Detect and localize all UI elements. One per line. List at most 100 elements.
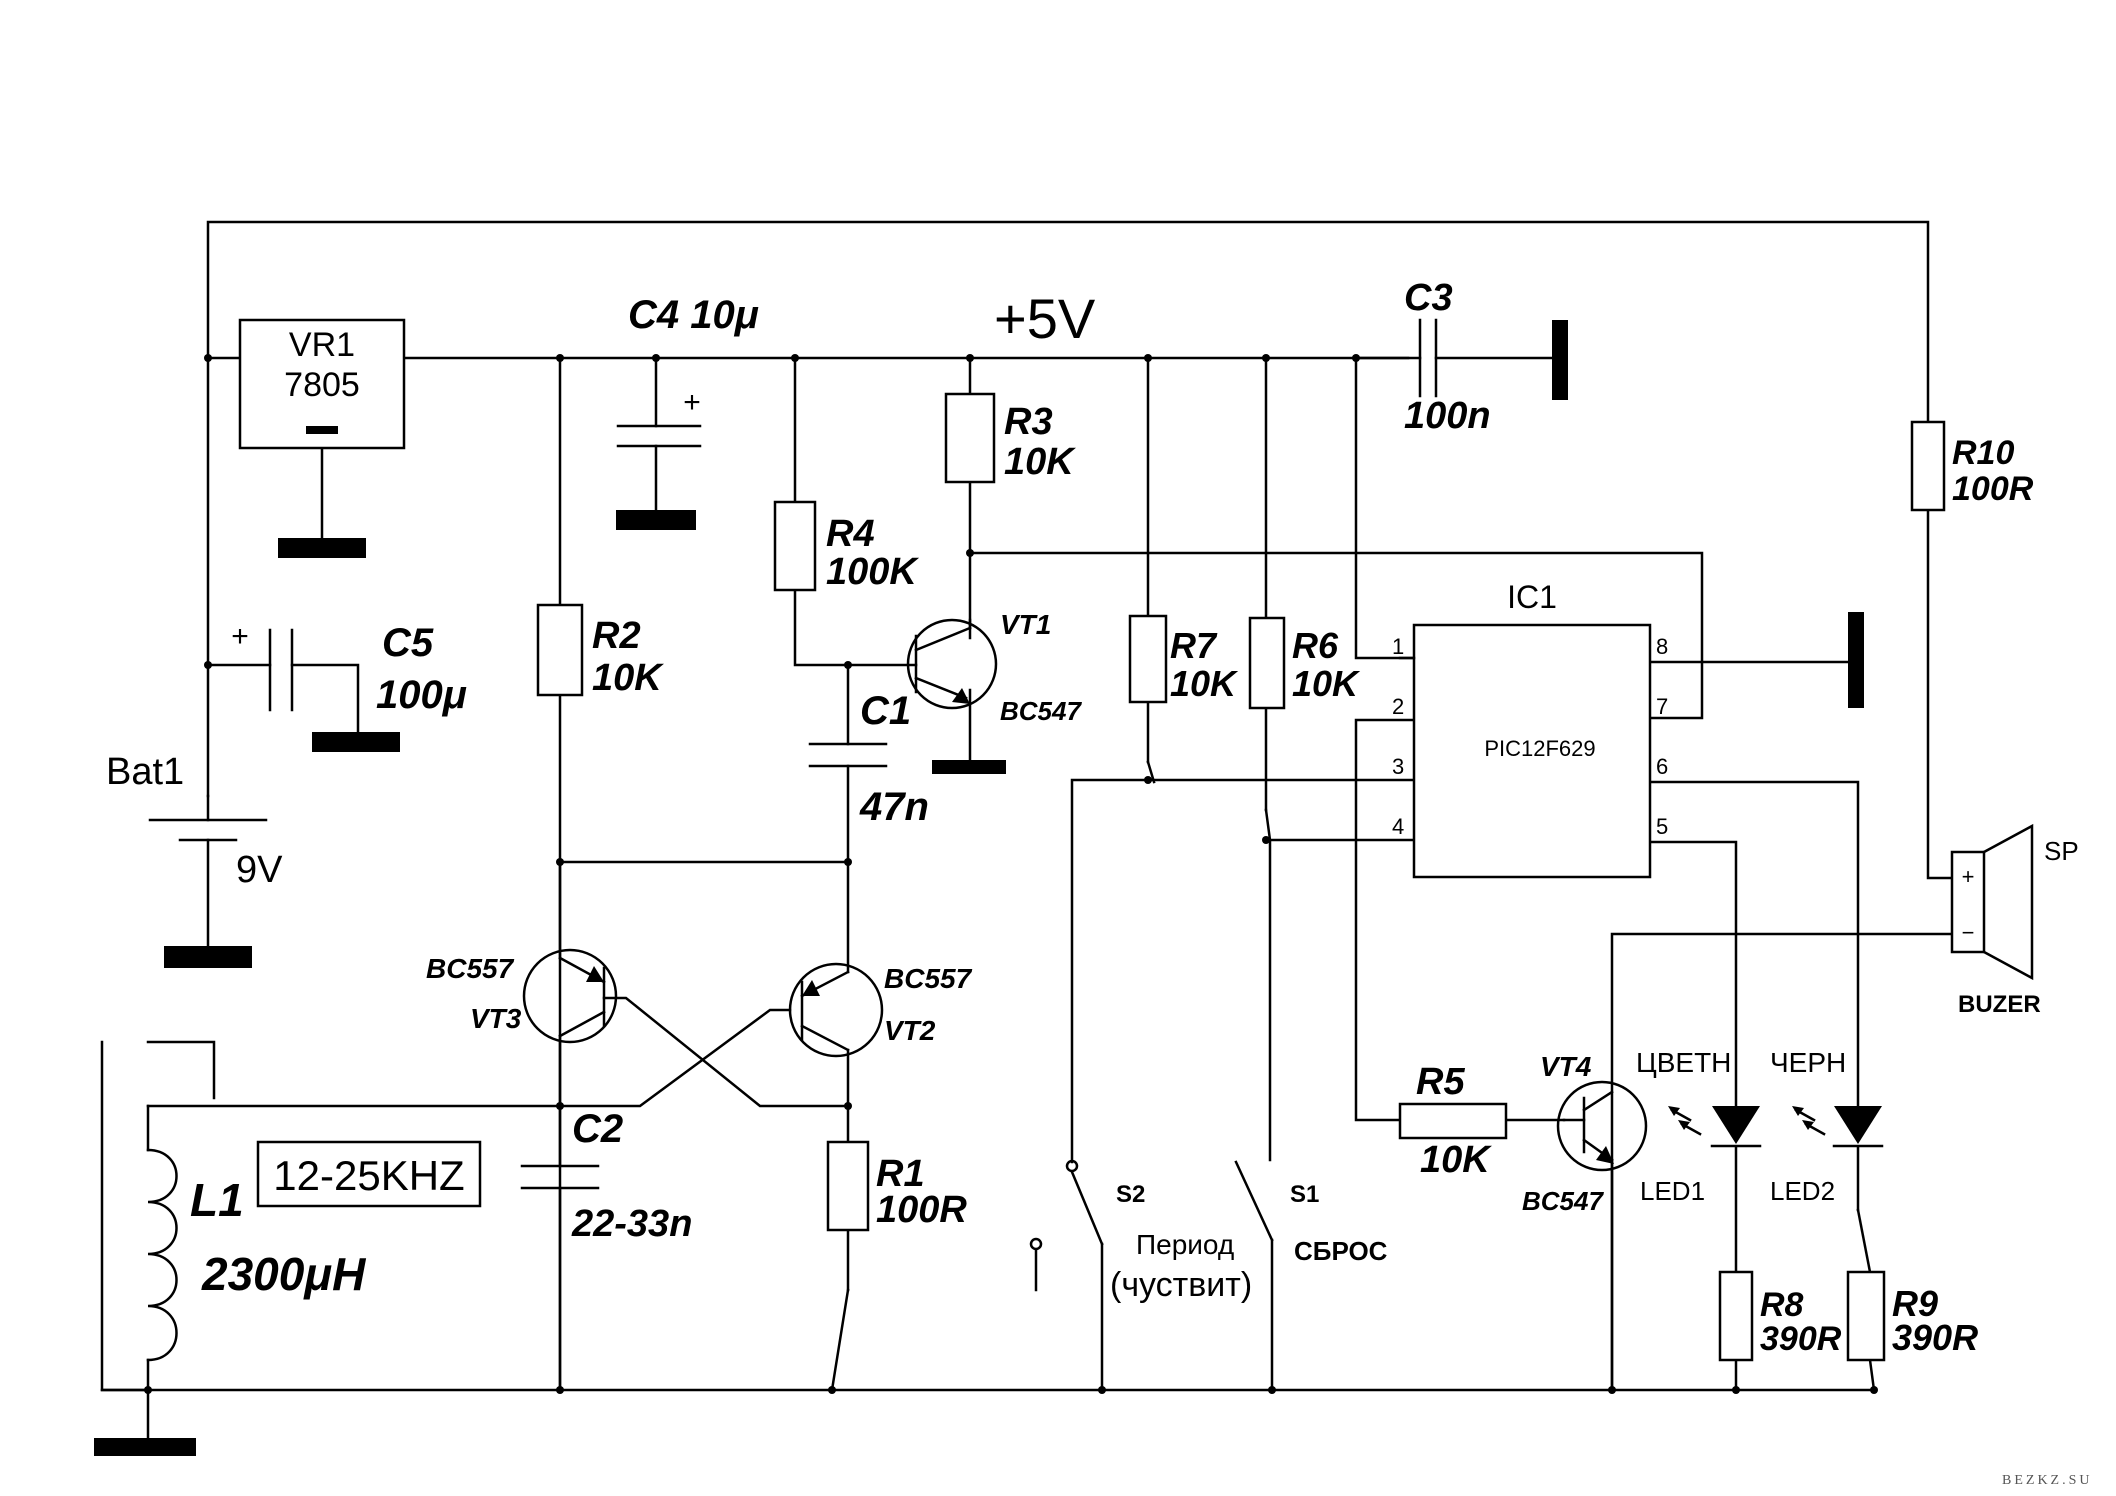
switch-s2: S2 Период (чуствит) — [1029, 1159, 1252, 1304]
r9-ref: R9 — [1892, 1283, 1938, 1324]
r5-ref: R5 — [1416, 1061, 1465, 1103]
vt1-ref: VT1 — [1000, 609, 1051, 640]
r1-ref: R1 — [876, 1153, 925, 1195]
r6-ref: R6 — [1292, 625, 1339, 666]
resistor-r7: R7 10K — [1128, 614, 1239, 704]
c2-ref: C2 — [572, 1107, 623, 1151]
ground-coil — [94, 1438, 196, 1456]
ic1-pin-4: 4 — [1392, 814, 1404, 839]
led1-caption: ЦВЕТН — [1636, 1047, 1731, 1078]
r5-value: 10K — [1420, 1139, 1492, 1181]
capacitor-c1: C1 47n — [808, 689, 929, 829]
coil-l1: L1 2300μH 12-25KHZ — [146, 1140, 482, 1362]
r6-value: 10K — [1292, 663, 1361, 704]
c3-ref: C3 — [1404, 277, 1453, 319]
watermark: BEZKZ.SU — [2002, 1473, 2093, 1488]
vt2-type: BC557 — [884, 963, 973, 994]
r4-value: 100K — [826, 551, 919, 593]
ground-vr1 — [278, 538, 366, 558]
switch-s1: S1 СБРОС — [1290, 1181, 1388, 1266]
ground-symbols — [94, 320, 1864, 1456]
ground-ic-pin8 — [1848, 612, 1864, 708]
resistor-r3: R3 10K — [944, 392, 1076, 484]
vt1-type: BC547 — [1000, 696, 1082, 726]
r4-ref: R4 — [826, 513, 875, 555]
c5-polarity: + — [231, 620, 249, 653]
capacitor-c5: + C5 100μ — [231, 620, 467, 717]
led2-ref: LED2 — [1770, 1176, 1835, 1206]
l1-ref: L1 — [190, 1174, 244, 1226]
vr1-value: 7805 — [284, 366, 360, 404]
ground-battery — [164, 946, 252, 968]
buzzer-sp: + − SP BUZER — [1950, 823, 2079, 1018]
s2-caption-1: Период — [1136, 1229, 1234, 1260]
r3-ref: R3 — [1004, 401, 1053, 443]
s2-caption-2: (чуствит) — [1110, 1266, 1252, 1304]
ic1-pin-8: 8 — [1656, 634, 1668, 659]
r2-ref: R2 — [592, 615, 641, 657]
transistor-vt1: VT1 BC547 — [906, 609, 1082, 726]
resistor-r6: R6 10K — [1248, 616, 1361, 710]
c3-value: 100n — [1404, 395, 1491, 437]
l1-value: 2300μH — [201, 1248, 366, 1300]
ic1-pin-3: 3 — [1392, 754, 1404, 779]
r8-ref: R8 — [1760, 1286, 1804, 1324]
buzzer-ref: SP — [2044, 836, 2079, 866]
resistor-r1: R1 100R — [826, 1140, 967, 1232]
ground-c5 — [312, 732, 400, 752]
capacitor-c3: C3 100n — [1404, 277, 1491, 437]
vt3-ref: VT3 — [470, 1003, 522, 1034]
battery-bat1: Bat1 9V — [106, 751, 283, 891]
ic-pic12f629: IC1 PIC12F629 1 2 3 4 5 6 7 8 — [1392, 579, 1668, 879]
r9-value: 390R — [1892, 1317, 1978, 1358]
buzzer-minus: − — [1962, 920, 1975, 945]
led2-caption: ЧЕРН — [1770, 1047, 1846, 1078]
resistor-r9: R9 390R — [1846, 1270, 1978, 1362]
r3-value: 10K — [1004, 441, 1076, 483]
ground-c4 — [616, 510, 696, 530]
capacitor-c2: C2 22-33n — [520, 1107, 692, 1245]
buzzer-plus: + — [1962, 864, 1975, 889]
vt4-type: BC547 — [1522, 1186, 1604, 1216]
ic1-pin-1: 1 — [1392, 634, 1404, 659]
c5-value: 100μ — [376, 673, 467, 717]
r8-value: 390R — [1760, 1320, 1842, 1358]
vt4-ref: VT4 — [1540, 1051, 1592, 1082]
resistor-r8: R8 390R — [1718, 1270, 1842, 1362]
r1-value: 100R — [876, 1189, 967, 1231]
r10-value: 100R — [1952, 470, 2034, 508]
ground-vt1 — [932, 760, 1006, 774]
resistor-r10: R10 100R — [1910, 420, 2034, 512]
ic1-ref: IC1 — [1507, 579, 1557, 615]
c2-value: 22-33n — [571, 1203, 692, 1245]
led-led1: ЦВЕТН LED1 — [1636, 1047, 1762, 1206]
r7-ref: R7 — [1170, 625, 1218, 666]
transistor-vt2: BC557 VT2 — [788, 962, 973, 1058]
bat1-ref: Bat1 — [106, 751, 184, 793]
c1-ref: C1 — [860, 689, 911, 733]
s2-ref: S2 — [1116, 1181, 1145, 1208]
ic1-part: PIC12F629 — [1484, 736, 1595, 761]
transistor-vt4: VT4 BC547 — [1522, 1051, 1648, 1216]
led-led2: ЧЕРН LED2 — [1770, 1047, 1884, 1206]
resistor-r4: R4 100K — [773, 500, 919, 593]
bat1-value: 9V — [236, 849, 283, 891]
junction-dots — [144, 354, 1878, 1394]
c4-polarity: + — [683, 386, 701, 419]
ic1-pin-6: 6 — [1656, 754, 1668, 779]
vr1-ref: VR1 — [289, 326, 355, 364]
r2-value: 10K — [592, 657, 664, 699]
c1-value: 47n — [859, 785, 929, 829]
resistor-r2: R2 10K — [536, 603, 664, 699]
s1-ref: S1 — [1290, 1181, 1319, 1208]
ic1-pin-2: 2 — [1392, 694, 1404, 719]
c4-label: C4 10μ — [628, 293, 759, 337]
resistor-r5: R5 10K — [1398, 1061, 1508, 1181]
transistor-vt3: BC557 VT3 — [426, 948, 618, 1044]
rail-label: +5V — [994, 287, 1096, 350]
vt2-ref: VT2 — [884, 1015, 936, 1046]
regulator-vr1: VR1 7805 — [238, 318, 406, 450]
s1-caption: СБРОС — [1294, 1236, 1388, 1266]
ic1-pin-7: 7 — [1656, 694, 1668, 719]
